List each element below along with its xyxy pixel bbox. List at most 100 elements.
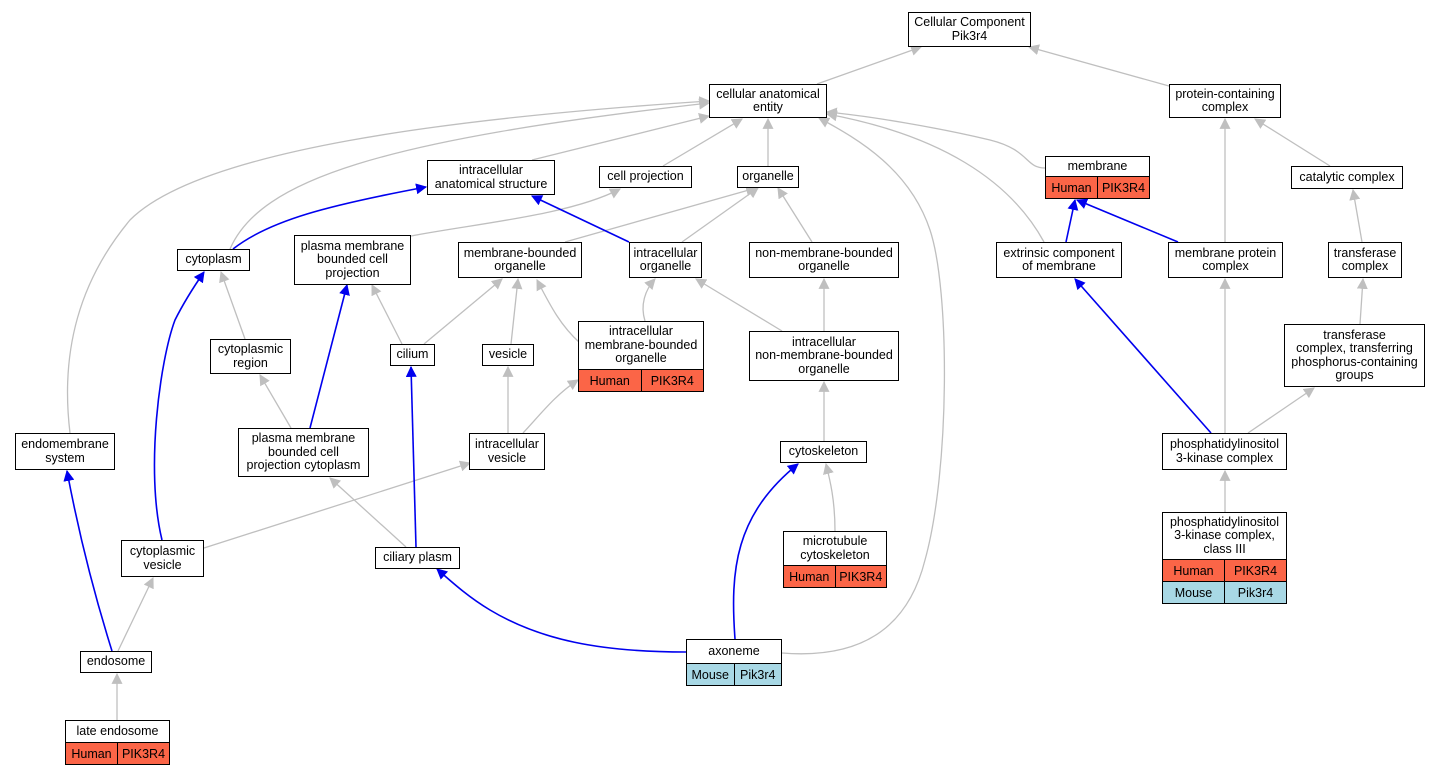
node-label-line: organelle [798,259,850,273]
species-cell: Human [1173,563,1214,578]
edge-cytoplasm-to-cae [229,98,711,250]
node-catcomplex[interactable]: catalytic complex [1291,166,1403,189]
edge-cellproj-to-cae [662,118,743,167]
node-label-line: vesicle [143,557,182,572]
node-label-line: organelle [615,351,667,366]
node-label: cytoskeleton [781,442,866,462]
edge-pi3k-to-tcp [1247,387,1315,434]
node-label-line: endomembrane [21,437,109,451]
node-label-line: plasma membrane [251,431,356,446]
edge-axoneme-to-cae [781,117,946,655]
node-label-line: organelle [798,361,850,376]
node-label-line: intracellular [475,437,539,451]
edge-axoneme-to-cytoskel [732,463,799,640]
node-label-line: microtubule [802,534,868,548]
node-cytoskel[interactable]: cytoskeleton [780,441,867,463]
node-label-line: anatomical structure [434,176,548,191]
edge-ciliaryplasm-to-cilium [405,365,417,548]
node-organelle[interactable]: organelle [737,166,799,188]
edge-mbo-to-organelle [564,185,758,243]
gene-cell: PIK3R4 [1097,177,1149,198]
species-cell: Human [789,569,830,584]
node-label-line: protein-containing [1175,86,1275,101]
node-label-line: phosphorus-containing [1291,354,1418,369]
node-label-line: complex, transferring [1296,341,1413,355]
node-label-line: cilium [396,347,429,362]
node-ciliaryplasm[interactable]: ciliary plasm [375,547,460,569]
node-label-line: organelle [494,259,546,273]
species-cell: Mouse [1174,585,1213,600]
node-endosome[interactable]: endosome [80,651,152,673]
node-label-line: catalytic complex [1299,169,1395,184]
gene-cell: PIK3R4 [117,743,169,764]
node-label-line: endosome [86,654,146,669]
node-label-line: organelle [742,169,794,184]
node-label: cytoplasm [178,250,249,270]
edge-pcc-to-root [1027,44,1170,87]
node-label-line: groups [1335,368,1374,382]
node-label-line: vesicle [487,450,527,465]
edge-imbo-to-mbo [536,279,581,344]
node-label-line: Pik3r4 [951,28,988,43]
node-cytoplasm[interactable]: cytoplasm [177,249,250,271]
node-label-line: entity [753,100,783,114]
edge-endomem-to-cae [66,96,711,434]
edge-ecm-to-membrane [1065,198,1079,243]
edge-cytoreg-to-cytoplasm [219,270,246,340]
gene-cell: Pik3r4 [733,664,782,685]
node-label-line: vesicle [488,347,528,362]
node-vesicle[interactable]: vesicle [482,344,534,366]
node-cellproj[interactable]: cell projection [599,166,692,188]
edge-mpc-to-membrane [1075,198,1179,243]
node-label-line: of membrane [1022,259,1096,273]
node-label-line: axoneme [708,643,760,658]
species-cell: Human [589,373,630,388]
node-label-line: projection cytoplasm [246,458,361,473]
node-cilium[interactable]: cilium [390,344,435,366]
node-label-line: membrane-bounded [584,337,698,352]
node-label: membrane [1046,157,1149,176]
node-label: catalytic complex [1292,167,1402,188]
edge-vesicle-to-mbo [510,277,523,345]
node-label-line: intracellular [609,324,673,339]
node-label-line: ciliary plasm [383,550,452,565]
